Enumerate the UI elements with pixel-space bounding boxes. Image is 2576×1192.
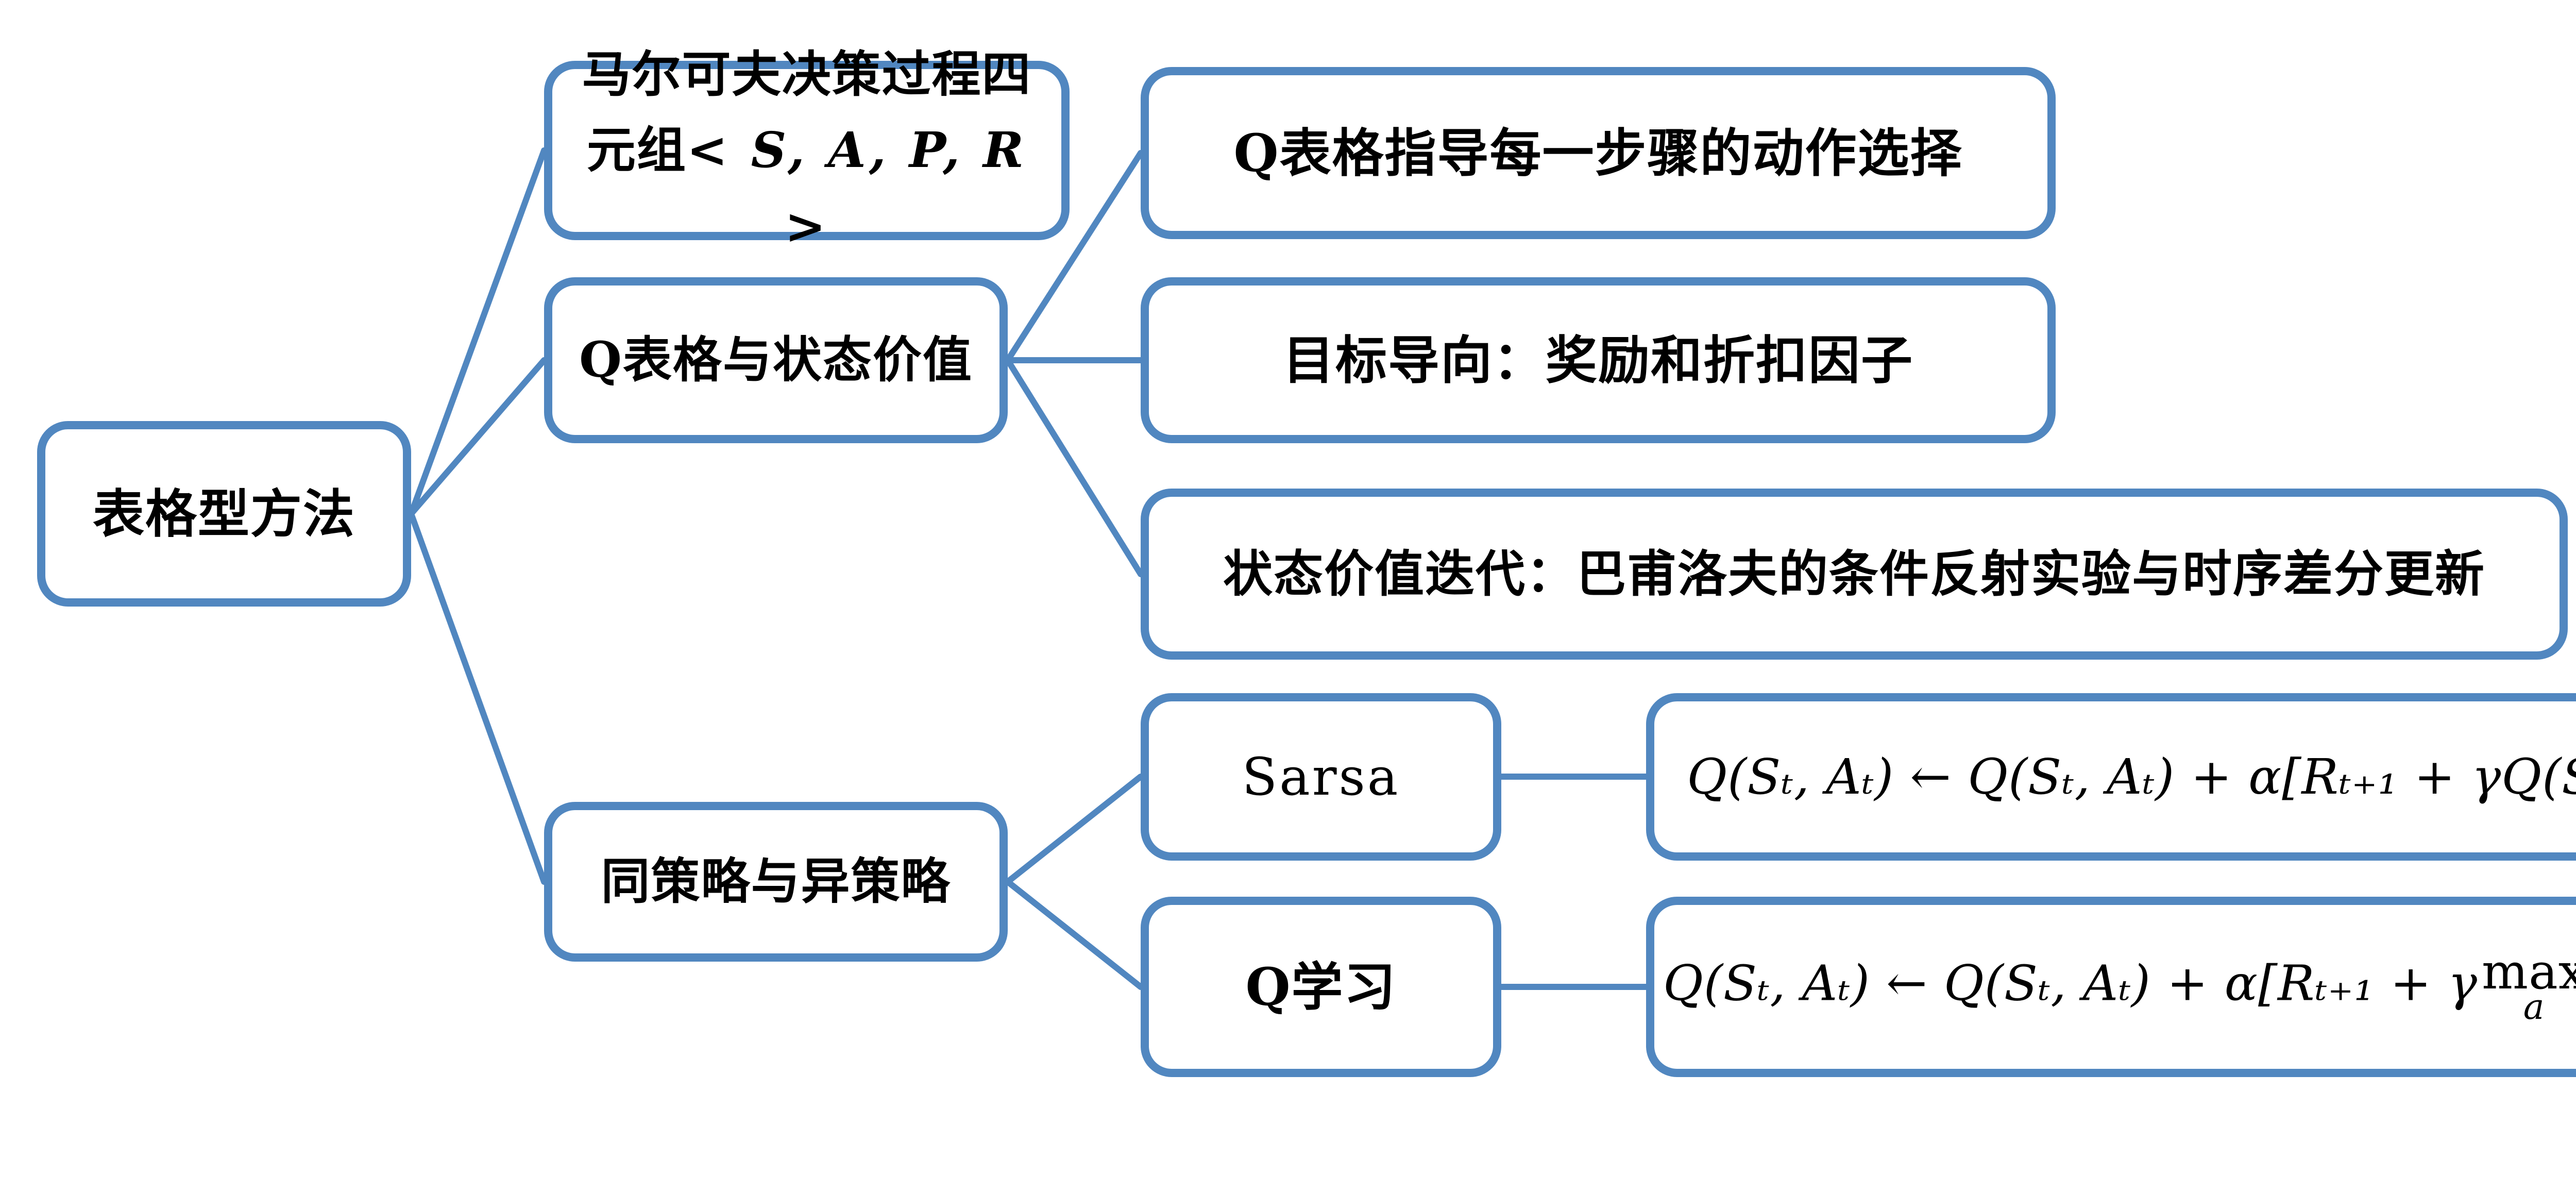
node-mdp-tuple: 马尔可夫决策过程四元组< S, A, P, R > [544,46,1070,255]
connector-qtable-to-iter [1005,357,1144,577]
formula-text: Q(Sₜ, Aₜ) ← Q(Sₜ, Aₜ) + α[Rₜ₊₁ + γmaxaQ(… [1663,943,2576,1028]
node-onpolicy-offpolicy: 同策略与异策略 [544,802,1008,962]
node-label: 状态价值迭代：巴甫洛夫的条件反射实验与时序差分更新 [1223,544,2485,603]
node-label: Q表格指导每一步骤的动作选择 [1233,122,1963,183]
node-qtable-state-value: Q表格与状态价值 [544,277,1008,443]
formula-text: Q(Sₜ, Aₜ) ← Q(Sₜ, Aₜ) + α[Rₜ₊₁ + γQ(Sₜ₊₁… [1687,748,2576,805]
node-label-line1: 马尔可夫决策过程四 [582,46,1032,104]
node-label: 马尔可夫决策过程四元组< S, A, P, R > [573,37,1041,264]
node-label-line2-prefix: 元组 [586,122,687,179]
node-label: Q学习 [1245,956,1397,1017]
connector-onoff-to-sarsa [1005,774,1144,885]
connector-root-to-qtable [408,357,547,517]
formula-qlearning-update: Q(Sₜ, Aₜ) ← Q(Sₜ, Aₜ) + α[Rₜ₊₁ + γmaxaQ(… [1646,897,2576,1077]
node-label: Sarsa [1242,747,1400,807]
node-label-line2-math: < S, A, P, R > [686,122,1027,255]
connector-onoff-to-qlearn [1005,879,1144,990]
max-word: max [2481,943,2576,1000]
node-qlearning: Q学习 [1141,897,1501,1077]
node-label: 同策略与异策略 [601,853,951,911]
node-label: 表格型方法 [93,483,355,544]
node-label: Q表格与状态价值 [579,331,973,389]
connector-root-to-onoff [408,511,547,885]
node-goal-oriented: 目标导向：奖励和折扣因子 [1141,277,2056,443]
connector-root-to-mdp [408,147,547,517]
formula-left: Q(Sₜ, Aₜ) ← Q(Sₜ, Aₜ) + α[Rₜ₊₁ + γ [1663,955,2478,1012]
connector-qtable-to-guide [1005,150,1144,363]
node-qtable-guides-actions: Q表格指导每一步骤的动作选择 [1141,67,2056,239]
node-label: 目标导向：奖励和折扣因子 [1283,329,1913,391]
node-tabular-methods: 表格型方法 [37,421,411,607]
node-state-value-iteration: 状态价值迭代：巴甫洛夫的条件反射实验与时序差分更新 [1141,489,2568,660]
formula-sarsa-update: Q(Sₜ, Aₜ) ← Q(Sₜ, Aₜ) + α[Rₜ₊₁ + γQ(Sₜ₊₁… [1646,693,2576,861]
node-sarsa: Sarsa [1141,693,1501,861]
max-subscript: a [2523,987,2545,1028]
